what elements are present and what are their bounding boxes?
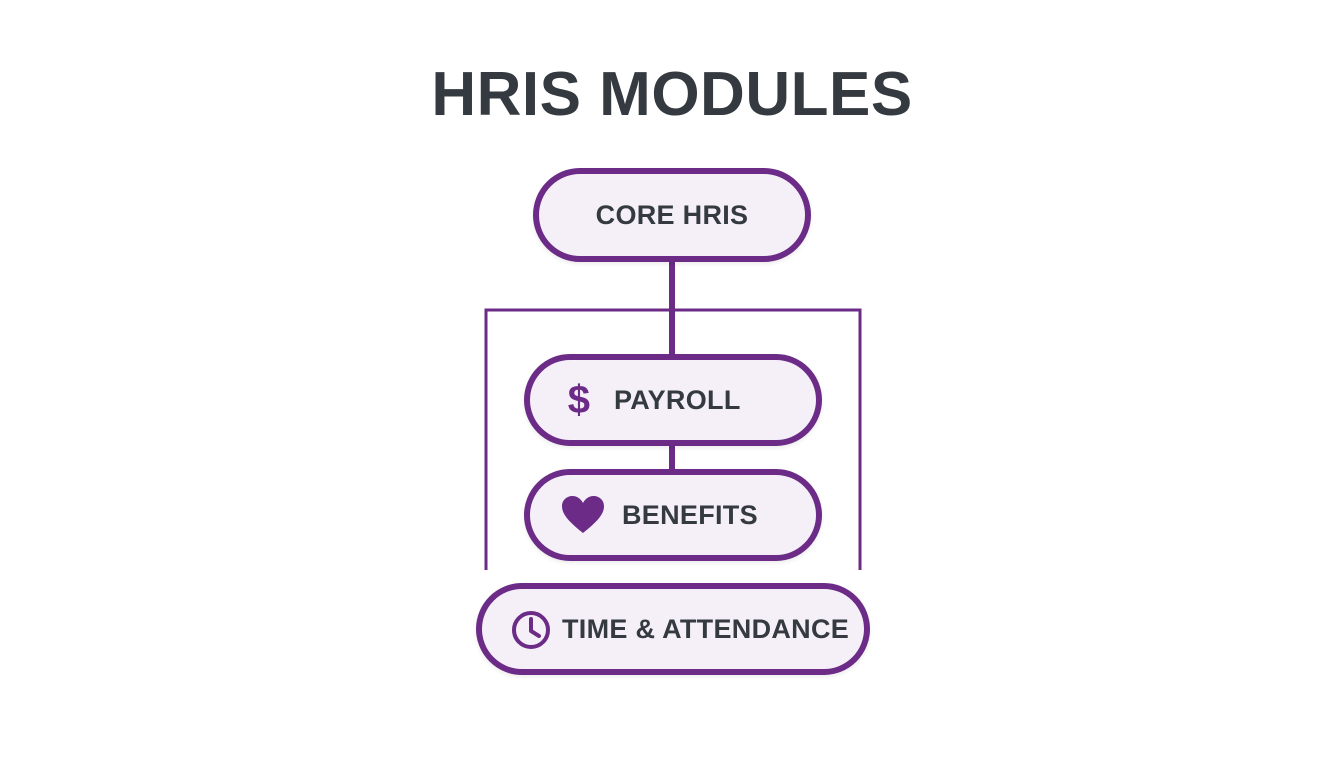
time-attendance-label: TIME & ATTENDANCE <box>562 613 850 644</box>
bracket-frame <box>484 308 862 570</box>
heart-icon <box>560 495 606 535</box>
dollar-icon: $ <box>567 377 591 422</box>
core-hris-label: CORE HRIS <box>595 199 749 230</box>
time-attendance-node[interactable]: TIME & ATTENDANCE <box>476 583 870 675</box>
clock-icon <box>510 609 552 651</box>
benefits-label: BENEFITS <box>622 499 758 530</box>
payroll-node[interactable]: $ PAYROLL <box>524 354 822 446</box>
benefits-node[interactable]: BENEFITS <box>524 469 822 561</box>
core-hris-node[interactable]: CORE HRIS <box>533 168 811 262</box>
diagram-title: HRIS MODULES <box>431 60 913 129</box>
payroll-label: PAYROLL <box>614 384 741 415</box>
